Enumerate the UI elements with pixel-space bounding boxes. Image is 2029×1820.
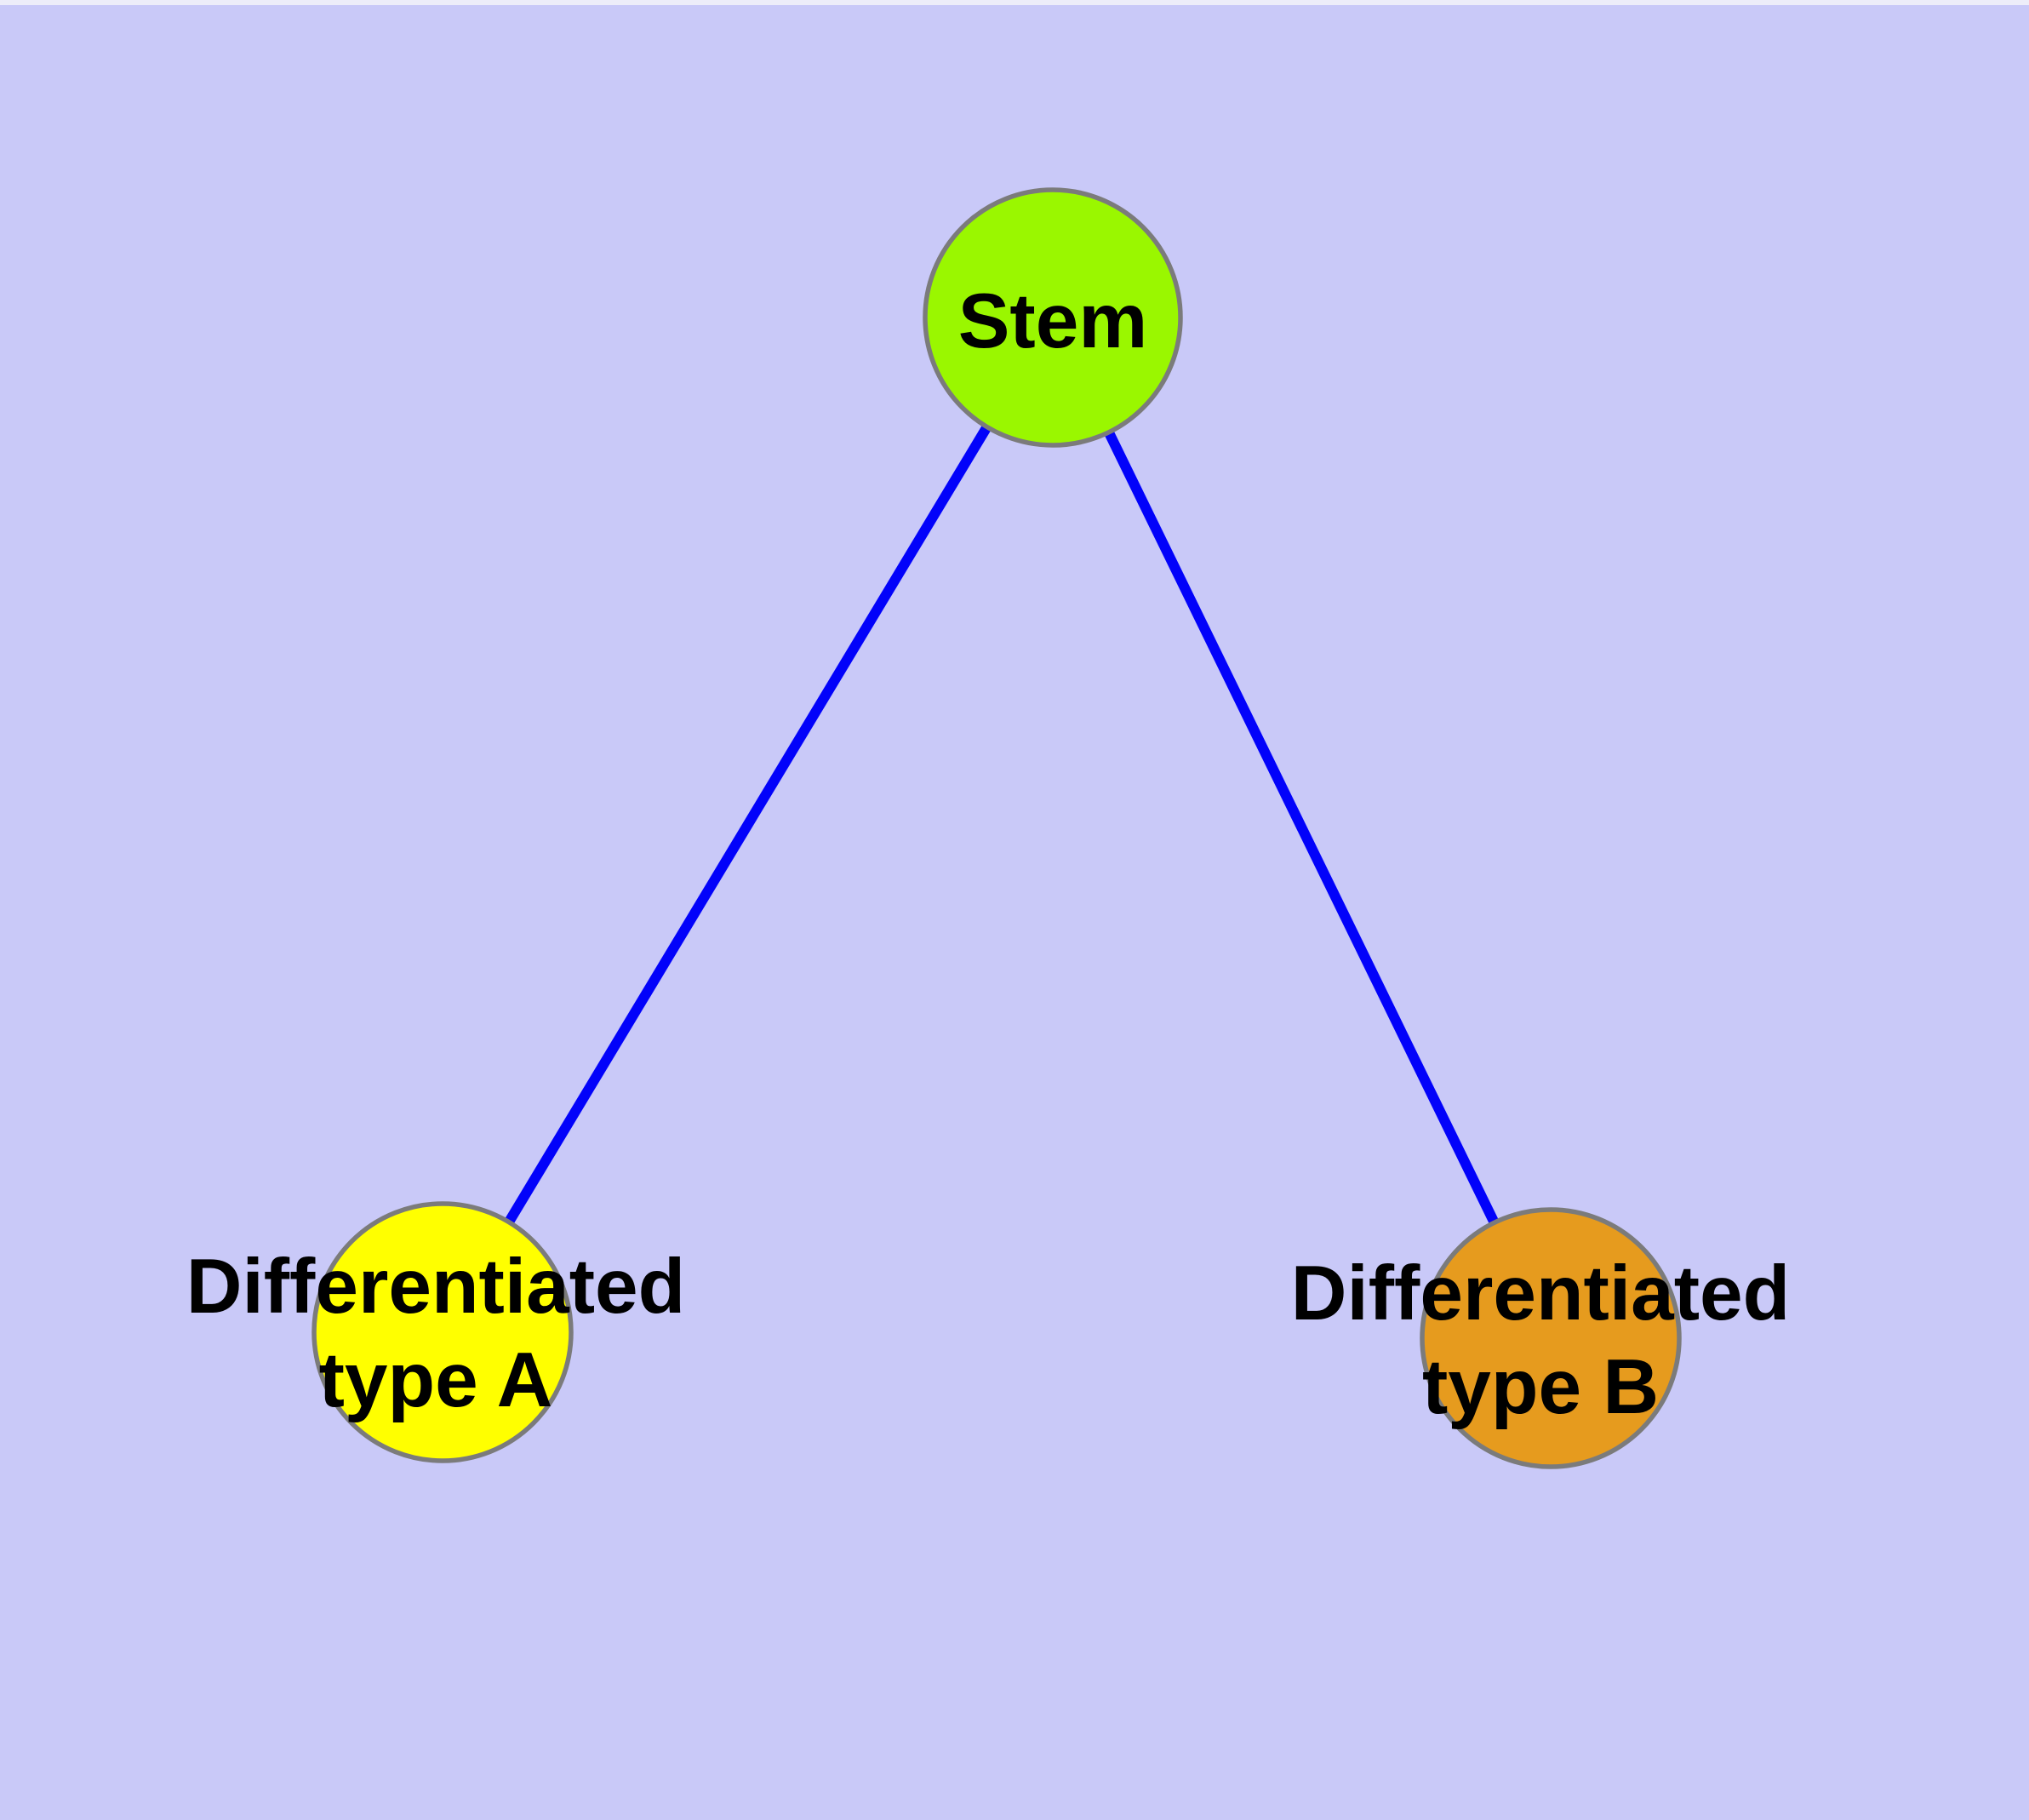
- top-edge-strip: [0, 0, 2029, 5]
- node-stem-circle: [923, 187, 1183, 448]
- node-type-a-circle: [311, 1201, 574, 1463]
- edge-stem-to-type-a: [437, 314, 1058, 1336]
- edge-stem-to-type-b: [1048, 315, 1556, 1341]
- node-type-b-circle: [1420, 1207, 1682, 1469]
